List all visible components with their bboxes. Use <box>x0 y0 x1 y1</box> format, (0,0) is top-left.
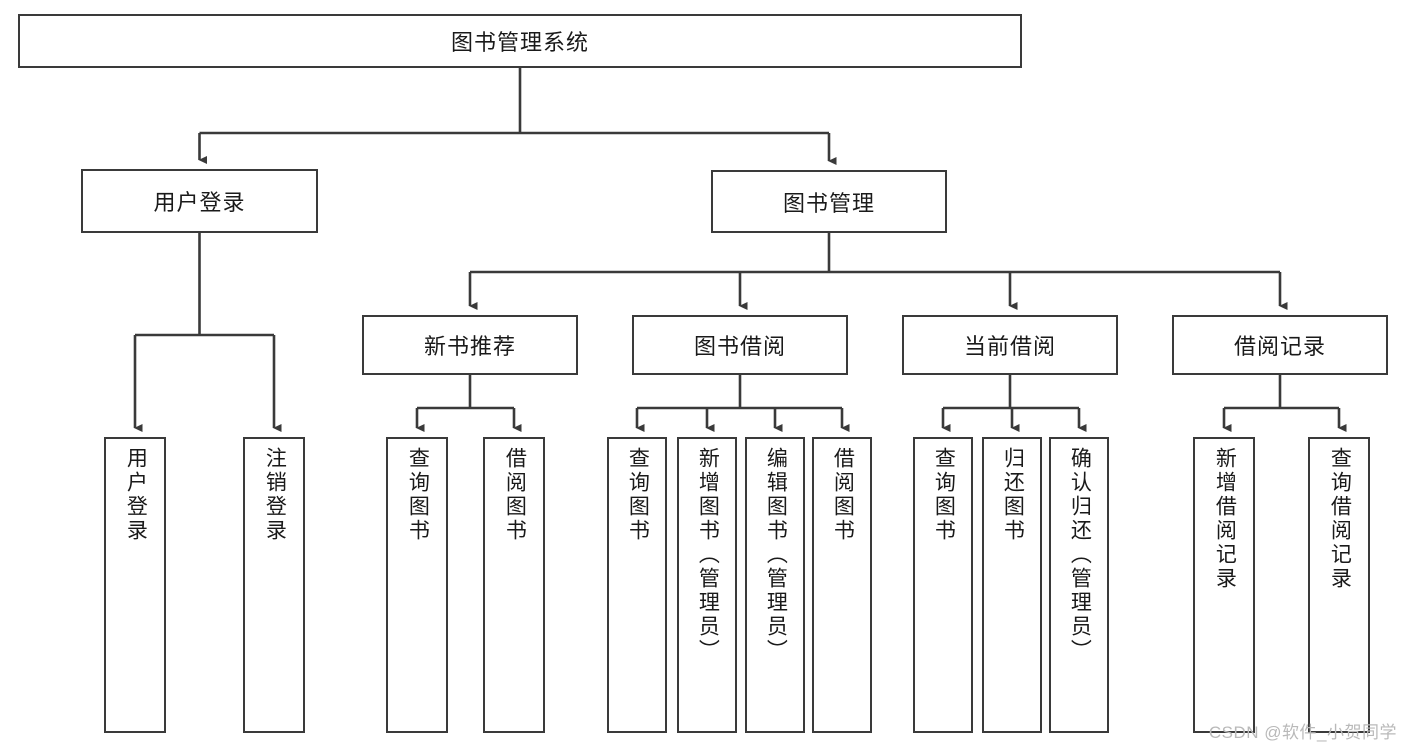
node-borrow-record[interactable]: 借阅记录 <box>1172 315 1388 375</box>
node-label: 用户登录 <box>124 447 148 543</box>
node-user-login[interactable]: 用户登录 <box>81 169 318 233</box>
node-label: 图书管理 <box>782 190 875 216</box>
node-leaf-return-book[interactable]: 归还图书 <box>982 437 1042 733</box>
node-label: 图书管理系统 <box>450 30 589 55</box>
node-label: 用户登录 <box>153 190 246 215</box>
node-new-book-rec[interactable]: 新书推荐 <box>362 315 578 375</box>
node-label: 新增图书（管理员） <box>696 447 720 663</box>
node-label: 新书推荐 <box>423 334 516 359</box>
node-label: 查询图书 <box>406 447 430 543</box>
node-label: 当前借阅 <box>963 334 1056 359</box>
node-leaf-confirm-return[interactable]: 确认归还（管理员） <box>1049 437 1109 733</box>
node-leaf-logout[interactable]: 注销登录 <box>243 437 305 733</box>
node-label: 查询图书 <box>932 447 956 543</box>
node-label: 查询图书 <box>626 447 650 543</box>
node-label: 确认归还（管理员） <box>1068 447 1092 663</box>
node-leaf-query-book-3[interactable]: 查询图书 <box>913 437 973 733</box>
node-label: 查询借阅记录 <box>1328 447 1352 591</box>
node-label: 编辑图书（管理员） <box>764 447 788 663</box>
node-leaf-edit-book[interactable]: 编辑图书（管理员） <box>745 437 805 733</box>
node-label: 注销登录 <box>263 447 287 543</box>
node-leaf-borrow-book-1[interactable]: 借阅图书 <box>483 437 545 733</box>
node-label: 借阅记录 <box>1233 334 1326 359</box>
node-label: 图书借阅 <box>693 334 786 359</box>
node-label: 新增借阅记录 <box>1213 447 1237 591</box>
node-root[interactable]: 图书管理系统 <box>18 14 1022 68</box>
node-book-borrow[interactable]: 图书借阅 <box>632 315 848 375</box>
node-leaf-borrow-book-2[interactable]: 借阅图书 <box>812 437 872 733</box>
node-leaf-user-login[interactable]: 用户登录 <box>104 437 166 733</box>
node-leaf-add-record[interactable]: 新增借阅记录 <box>1193 437 1255 733</box>
node-leaf-add-book[interactable]: 新增图书（管理员） <box>677 437 737 733</box>
node-book-manage[interactable]: 图书管理 <box>711 170 947 233</box>
watermark-label: CSDN @软件_小贺同学 <box>1208 723 1397 742</box>
node-leaf-query-record[interactable]: 查询借阅记录 <box>1308 437 1370 733</box>
node-leaf-query-book-1[interactable]: 查询图书 <box>386 437 448 733</box>
node-current-borrow[interactable]: 当前借阅 <box>902 315 1118 375</box>
node-label: 借阅图书 <box>503 447 527 543</box>
node-label: 借阅图书 <box>831 447 855 543</box>
node-label: 归还图书 <box>1001 447 1025 543</box>
node-leaf-query-book-2[interactable]: 查询图书 <box>607 437 667 733</box>
